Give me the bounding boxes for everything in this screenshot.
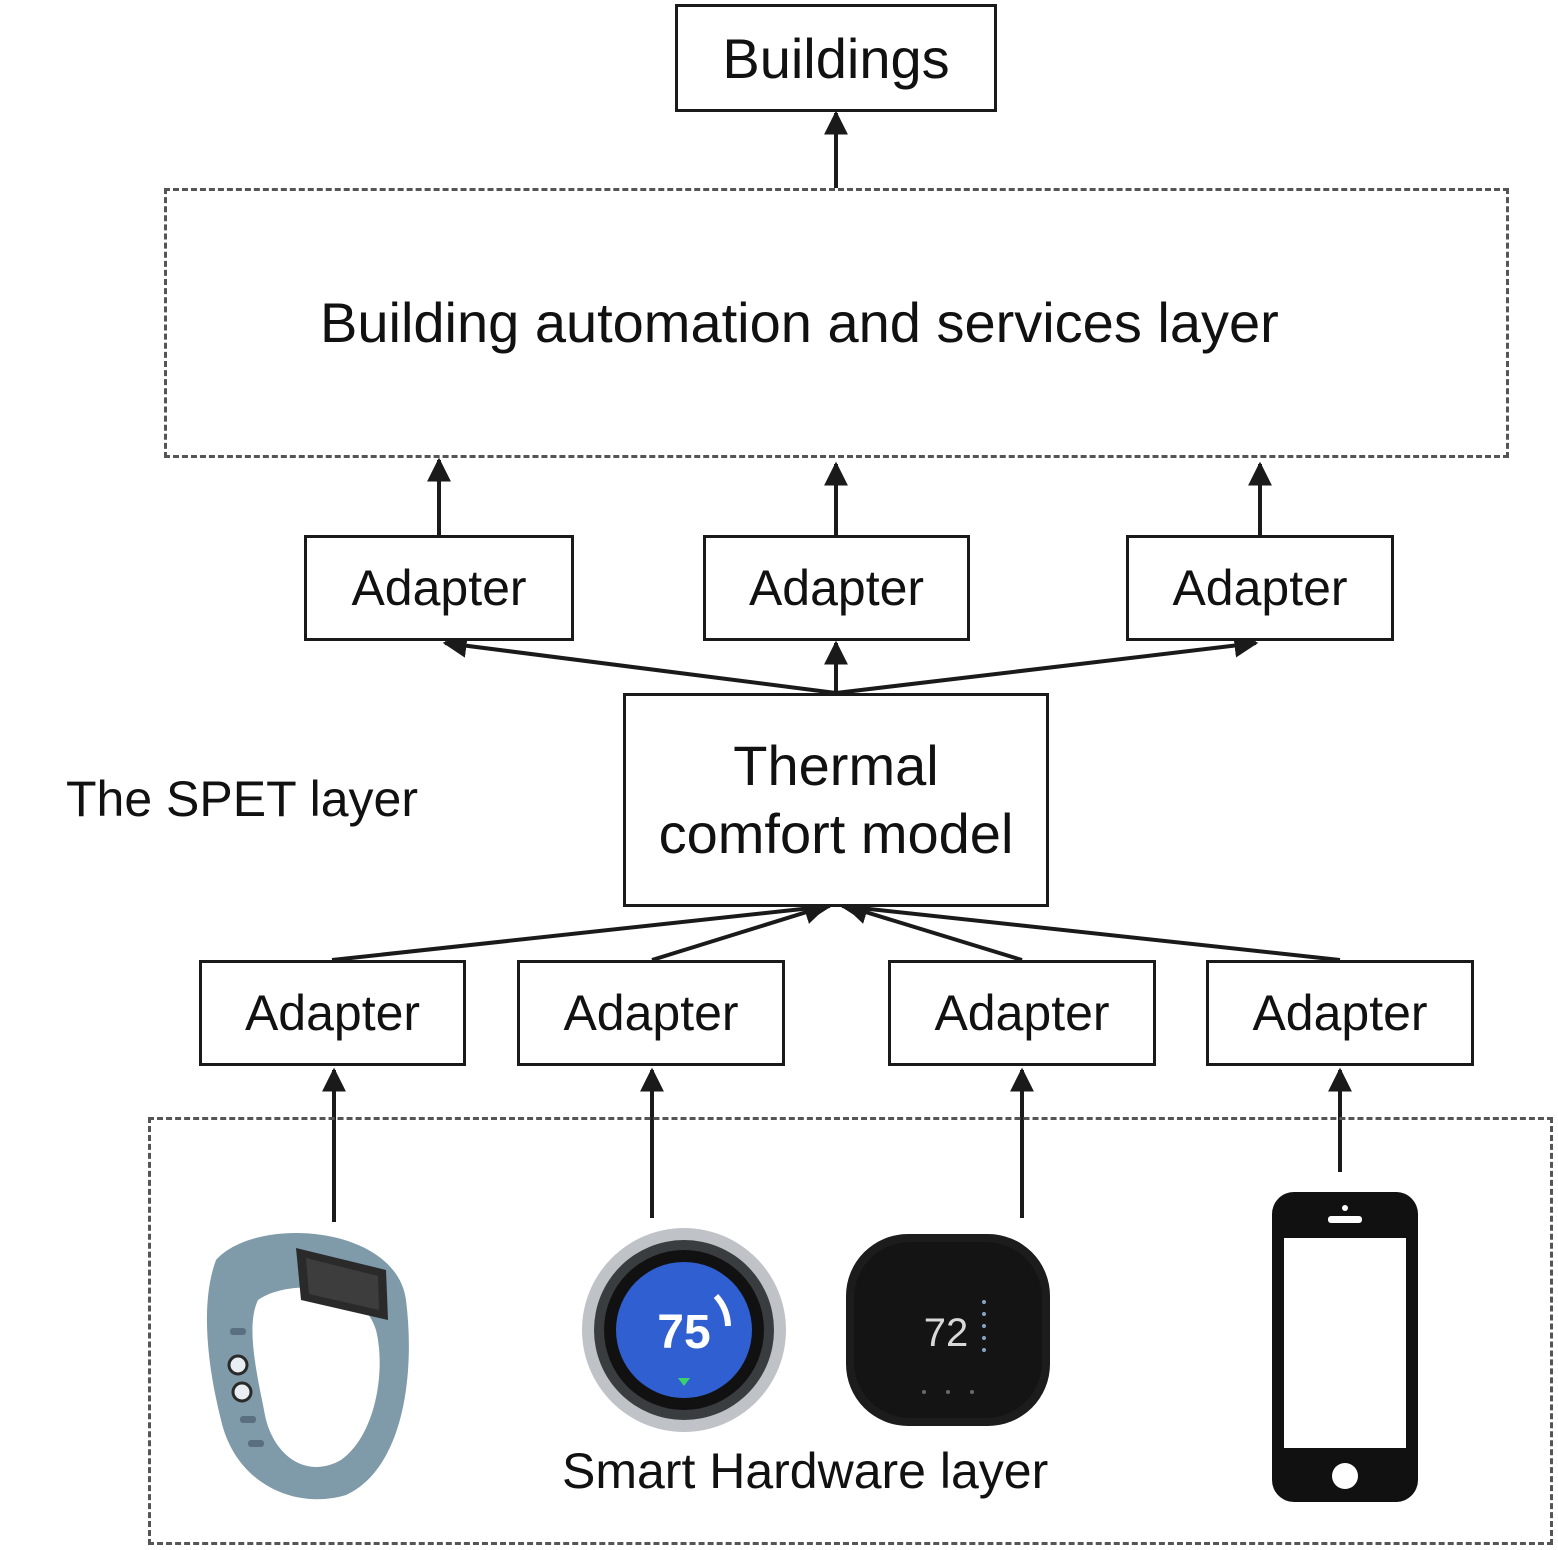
hardware-layer-label: Smart Hardware layer — [562, 1443, 1049, 1499]
buildings-label: Buildings — [722, 26, 950, 90]
adapter-label: Adapter — [748, 560, 925, 616]
nest-reading: 75 — [657, 1306, 710, 1359]
adapter-upper-3: Adapter — [1126, 535, 1394, 641]
arrow-adapter-6-to-model — [843, 900, 1023, 962]
ecobee-reading: 72 — [924, 1311, 969, 1355]
adapter-upper-2: Adapter — [703, 535, 970, 641]
arrow-adapter-4-to-model — [331, 896, 833, 962]
thermal-comfort-model-box: Thermal comfort model — [623, 693, 1049, 907]
adapter-lower-1: Adapter — [199, 960, 466, 1066]
ecobee-thermostat-icon: 72 — [846, 1234, 1050, 1426]
adapter-label: Adapter — [244, 985, 421, 1041]
adapter-lower-4: Adapter — [1206, 960, 1474, 1066]
adapter-lower-3: Adapter — [888, 960, 1156, 1066]
hardware-layer-region — [148, 1117, 1553, 1545]
model-label-line-1: Thermal — [733, 734, 939, 797]
adapter-label: Adapter — [1252, 985, 1428, 1041]
arrow-adapter-7-to-model — [839, 896, 1341, 962]
nest-thermostat-icon: 75 — [582, 1228, 786, 1432]
adapter-label: Adapter — [934, 985, 1110, 1041]
services-layer-region — [164, 188, 1509, 458]
model-label-line-2: comfort model — [658, 802, 1014, 865]
services-layer-label: Building automation and services layer — [320, 291, 1279, 354]
fitness-band-icon — [206, 1233, 409, 1500]
adapter-label: Adapter — [563, 985, 739, 1041]
spet-layer-label: The SPET layer — [66, 771, 419, 827]
arrow-model-to-adapter-1 — [442, 633, 837, 695]
adapter-label: Adapter — [351, 560, 527, 616]
adapter-lower-2: Adapter — [517, 960, 785, 1066]
buildings-box: Buildings — [675, 4, 997, 112]
adapter-upper-1: Adapter — [304, 535, 574, 641]
arrow-model-to-adapter-3 — [835, 633, 1259, 695]
arrow-adapter-5-to-model — [651, 900, 829, 962]
adapter-label: Adapter — [1172, 560, 1348, 616]
smartphone-icon — [1272, 1192, 1418, 1502]
